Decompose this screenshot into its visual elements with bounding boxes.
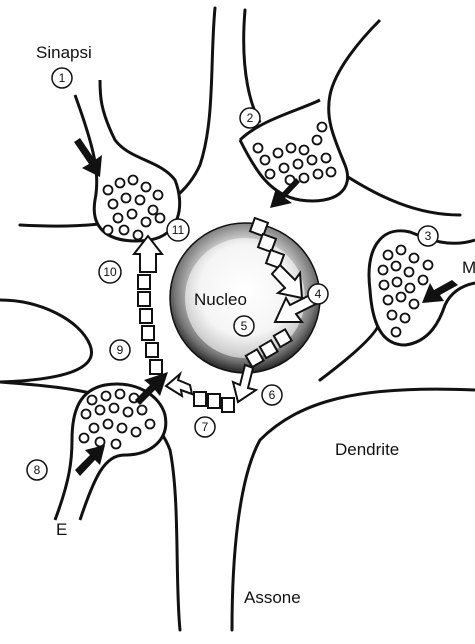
step-6: 6 <box>269 388 276 402</box>
label-m: M <box>462 258 475 277</box>
synapse-3 <box>369 231 475 345</box>
step-4: 4 <box>315 287 322 301</box>
label-synapse: Sinapsi <box>36 43 92 62</box>
step-9: 9 <box>117 343 124 357</box>
step-10: 10 <box>103 265 117 279</box>
synapse-2 <box>240 20 380 208</box>
step-7: 7 <box>202 420 209 434</box>
step-8: 8 <box>34 463 41 477</box>
synapse-2-terminal <box>240 20 380 201</box>
cascade-arrow-7 <box>166 374 192 396</box>
step-3: 3 <box>425 229 432 243</box>
cascade-squares-left <box>138 275 162 374</box>
synapse-1 <box>74 80 180 241</box>
step-11: 11 <box>172 223 185 237</box>
label-dendrite: Dendrite <box>335 440 399 459</box>
step-5: 5 <box>241 319 248 333</box>
label-nucleus: Nucleo <box>194 290 247 309</box>
cascade-squares-7 <box>194 392 234 412</box>
label-axon: Assone <box>244 588 301 607</box>
step-1: 1 <box>59 71 66 85</box>
label-e: E <box>56 520 67 539</box>
step-2: 2 <box>247 111 254 125</box>
synapse-8 <box>55 384 166 520</box>
